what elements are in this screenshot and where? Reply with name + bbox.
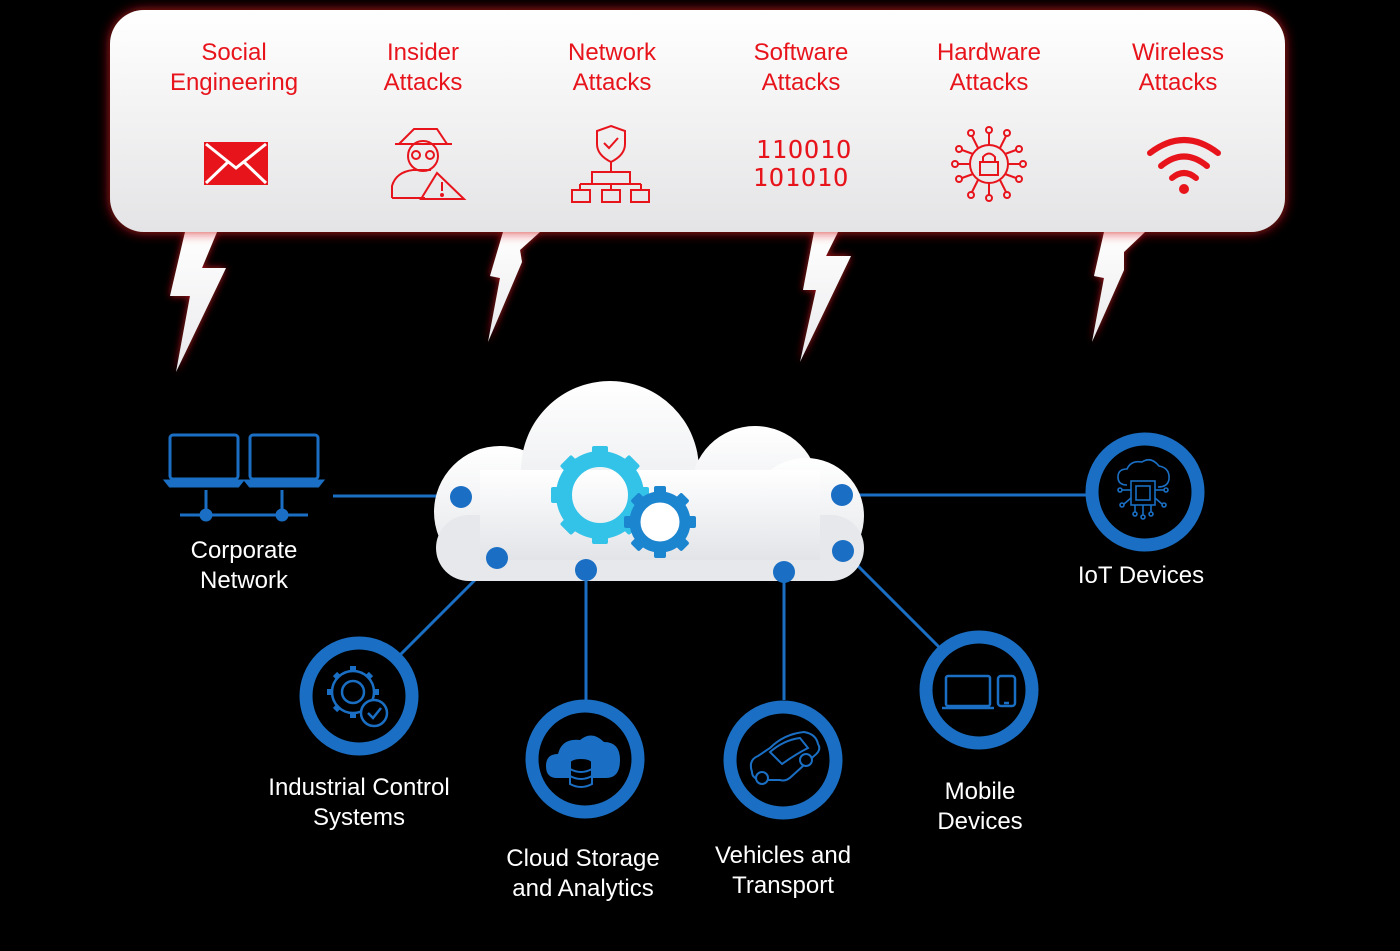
gears-icon	[551, 446, 696, 558]
chip-lock-icon	[951, 126, 1027, 202]
node-label-industrial-control-systems: Industrial Control Systems	[268, 774, 450, 831]
node-label-iot-devices: IoT Devices	[1077, 562, 1205, 589]
node-label-cloud-storage: Cloud Storage and Analytics	[506, 845, 660, 902]
lightning-bolt-icon	[800, 232, 851, 362]
attack-label-network-attacks: Network Attacks	[567, 39, 657, 96]
car-icon	[749, 730, 821, 785]
binary-code-icon: 11OO1O 1O1O1O	[753, 135, 852, 192]
attack-label-wireless-attacks: Wireless Attacks	[1131, 39, 1224, 96]
lightning-bolt-icon	[488, 232, 540, 342]
laptops-network-icon	[162, 433, 326, 522]
svg-text:1O1O1O: 1O1O1O	[753, 163, 849, 192]
lightning-bolt-icon	[1092, 232, 1145, 342]
attack-label-insider-attacks: Insider Attacks	[383, 39, 463, 96]
tablet-phone-icon	[942, 674, 1017, 710]
svg-text:11OO1O: 11OO1O	[756, 135, 852, 164]
node-circles	[299, 432, 1205, 820]
attack-panel	[110, 10, 1285, 232]
node-label-corporate-network: Corporate Network	[190, 537, 298, 594]
lightning-bolts	[170, 232, 1145, 372]
iot-chip-icon	[1117, 458, 1170, 520]
attack-label-hardware-attacks: Hardware Attacks	[936, 39, 1042, 96]
node-label-mobile-devices: Mobile Devices	[937, 778, 1023, 835]
shield-network-icon	[571, 124, 650, 203]
node-label-vehicles-transport: Vehicles and Transport	[714, 842, 852, 899]
attack-label-social-engineering: Social Engineering	[169, 39, 299, 96]
hacker-warning-icon	[391, 128, 467, 200]
gear-check-icon	[327, 666, 389, 728]
cloud-database-icon	[546, 735, 620, 788]
attack-label-software-attacks: Software Attacks	[753, 39, 849, 96]
wifi-icon	[1147, 137, 1221, 194]
connection-dots	[450, 484, 854, 583]
connector-lines	[333, 493, 1088, 700]
lightning-bolt-icon	[170, 232, 226, 372]
envelope-icon	[204, 142, 268, 185]
